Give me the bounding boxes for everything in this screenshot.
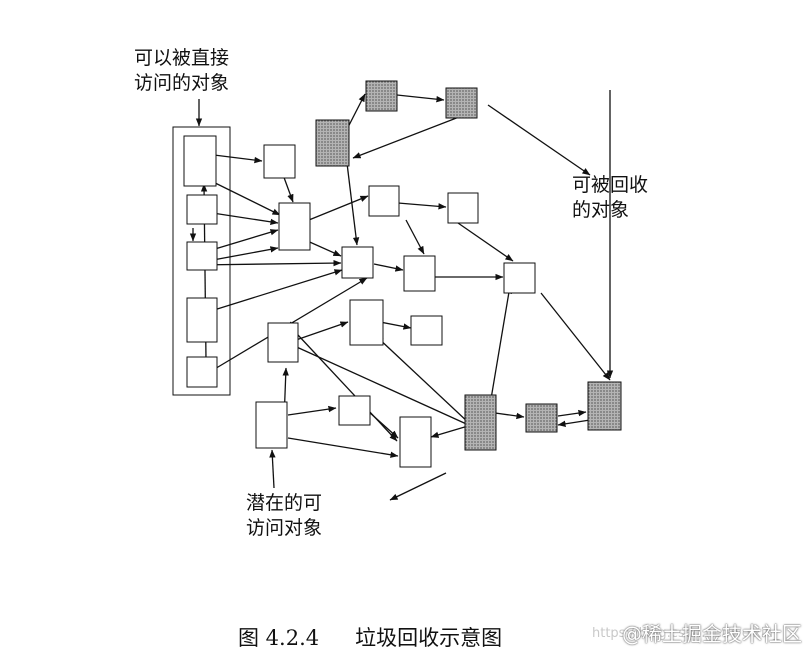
object-node [278, 202, 311, 251]
reachable-objects-label: 可以被直接 访问的对象 [134, 46, 229, 96]
garbage-object-node [525, 403, 558, 433]
reference-arrow [379, 321, 412, 330]
object-node [410, 315, 443, 346]
reference-arrow [295, 321, 349, 341]
object-node [447, 192, 479, 224]
object-node [341, 246, 374, 279]
watermark-url: https://blog.csdn.net/weixin_ [592, 626, 780, 641]
garbage-label-line-2: 的对象 [572, 199, 630, 221]
figure-title: 垃圾回收示意图 [355, 626, 503, 650]
object-node [403, 255, 436, 292]
reference-arrow [490, 285, 512, 400]
root-set-frame [172, 126, 231, 396]
object-node [368, 185, 400, 217]
object-node [267, 322, 299, 363]
object-node [263, 144, 296, 179]
reference-arrow [287, 405, 337, 416]
object-node [186, 241, 218, 271]
reachable-label-line-1: 可以被直接 [134, 47, 230, 69]
garbage-label-line-1: 可被回收 [572, 174, 649, 196]
potential-label-line-2: 访问对象 [246, 517, 323, 539]
garbage-object-node [445, 87, 478, 119]
potential-objects-label: 潜在的可 访问对象 [246, 491, 322, 541]
garbage-object-node [315, 119, 350, 167]
object-node [399, 416, 432, 468]
reference-arrow [487, 104, 591, 176]
figure-number: 图 4.2.4 [238, 626, 320, 650]
object-node [186, 297, 218, 343]
object-node [186, 194, 218, 225]
reference-arrow [540, 292, 611, 381]
reference-arrow [345, 154, 360, 246]
reference-arrow [196, 259, 342, 267]
object-node [183, 135, 217, 187]
figure-caption: 图 4.2.4 垃圾回收示意图 [238, 622, 502, 652]
reference-arrow [396, 94, 445, 103]
reference-arrow [373, 263, 404, 272]
garbage-objects-label: 可被回收 的对象 [572, 173, 648, 223]
object-node [255, 401, 288, 449]
reference-arrow [389, 472, 447, 501]
object-node [349, 299, 384, 346]
watermark-brand: @稀土掘金技术社区 [622, 622, 802, 646]
garbage-object-node [464, 394, 497, 451]
garbage-object-node [365, 80, 398, 112]
reachable-label-line-2: 访问的对象 [134, 72, 230, 94]
reference-arrow [205, 211, 279, 226]
object-nodes [172, 80, 622, 468]
garbage-object-node [587, 381, 622, 431]
reference-arrow [368, 411, 399, 439]
reference-arrow [352, 111, 473, 159]
reference-arrow [430, 425, 469, 438]
object-node [503, 262, 536, 294]
reference-arrow [457, 222, 514, 262]
reference-arrow [287, 437, 399, 458]
reference-arrow [289, 343, 474, 428]
reference-arrow [212, 246, 279, 261]
reference-arrow [297, 334, 398, 442]
reference-arrow [303, 195, 369, 223]
object-node [338, 395, 371, 426]
reference-arrow [397, 202, 447, 210]
potential-label-line-1: 潜在的可 [246, 492, 323, 514]
reference-arrow [557, 409, 587, 417]
reference-arrow [213, 154, 263, 164]
reference-arrow [405, 219, 425, 255]
object-node [186, 356, 218, 388]
reference-arrow [375, 335, 471, 425]
reference-arrow [557, 419, 591, 427]
watermark: https://blog.csdn.net/weixin_ @稀土掘金技术社区 [592, 616, 802, 648]
reference-arrow [269, 449, 276, 489]
reference-arrow [197, 269, 343, 316]
